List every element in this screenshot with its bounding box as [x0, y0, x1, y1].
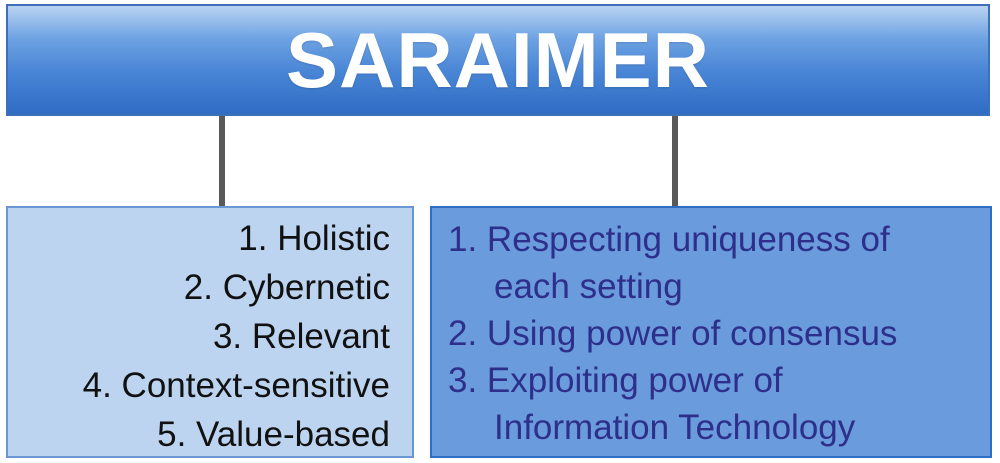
- characteristic-item: 2. Cybernetic: [183, 268, 390, 307]
- connector-right: [672, 116, 678, 208]
- diagram-title: SARAIMER: [285, 16, 710, 104]
- principle-item: 1. Respecting uniqueness of: [448, 220, 890, 259]
- principle-item: 3. Exploiting power of: [448, 361, 783, 400]
- connector-left: [219, 116, 225, 208]
- principle-item: 2. Using power of consensus: [448, 314, 898, 353]
- principle-item-continuation: each setting: [494, 267, 683, 306]
- principles-box: 1. Respecting uniqueness of each setting…: [430, 206, 992, 458]
- characteristic-item: 4. Context-sensitive: [82, 366, 390, 405]
- characteristic-item: 3. Relevant: [212, 317, 390, 356]
- characteristic-item: 5. Value-based: [157, 415, 390, 454]
- principle-item-continuation: Information Technology: [494, 408, 856, 447]
- characteristics-box: 1. Holistic 2. Cybernetic 3. Relevant 4.…: [6, 206, 414, 458]
- title-box: SARAIMER: [6, 4, 990, 116]
- characteristic-item: 1. Holistic: [238, 219, 390, 258]
